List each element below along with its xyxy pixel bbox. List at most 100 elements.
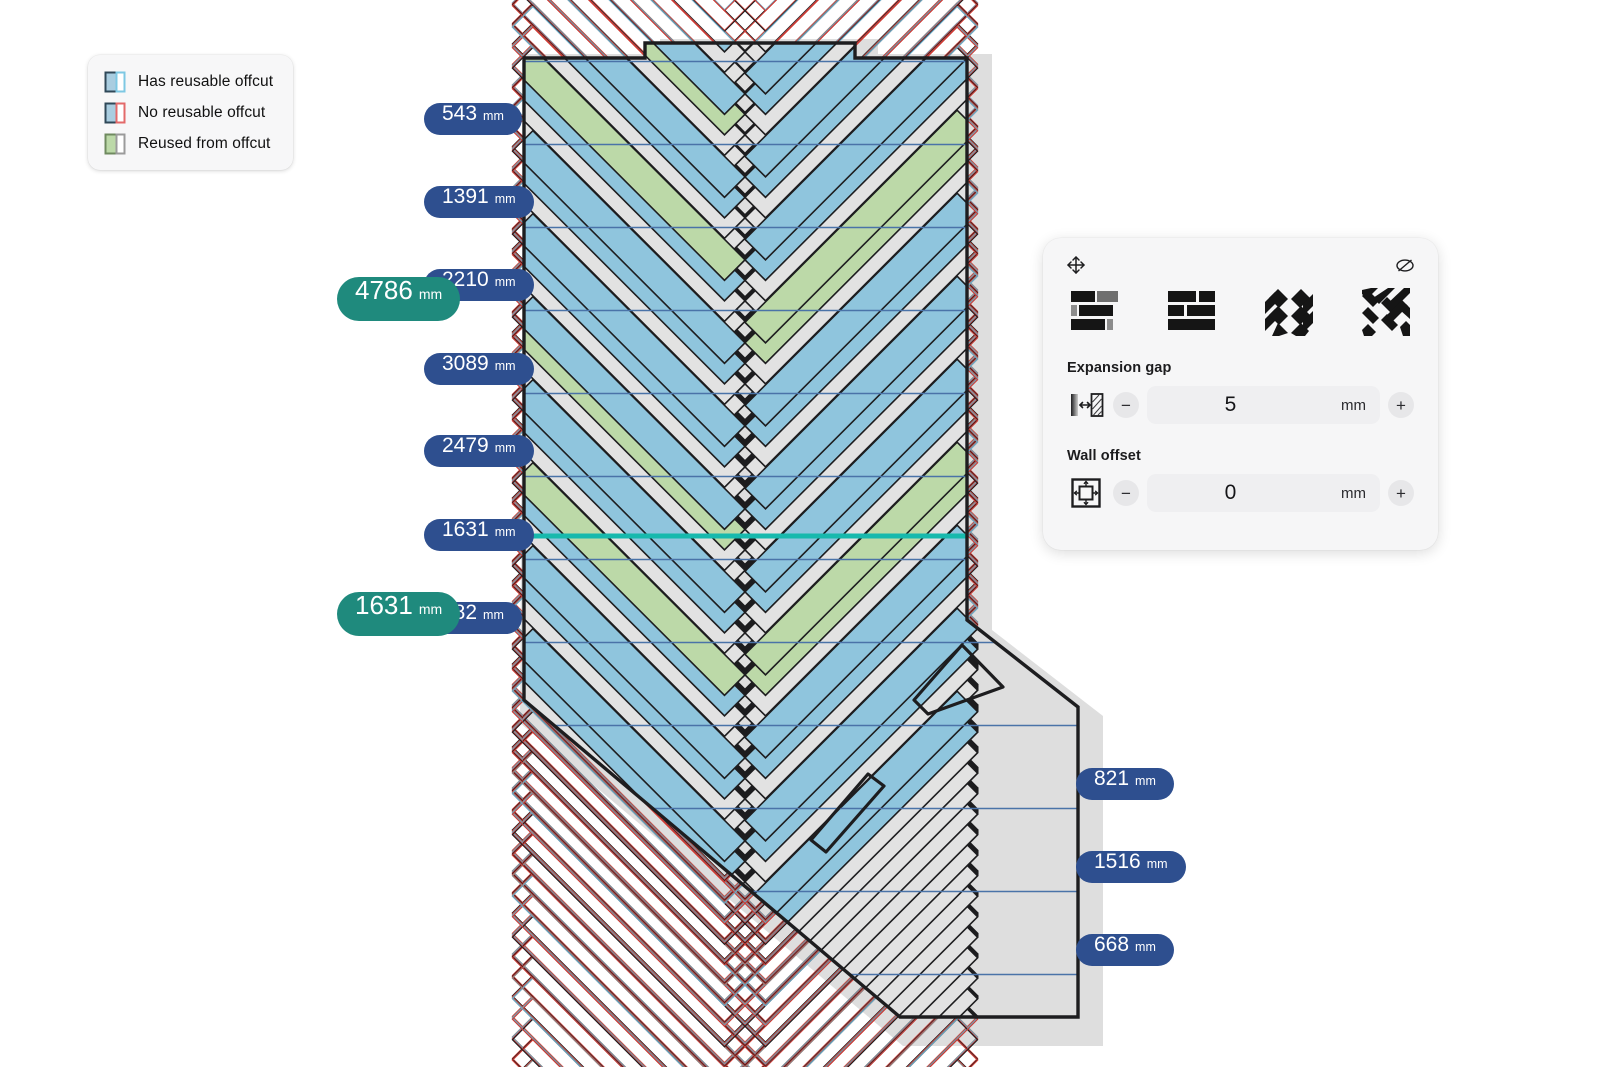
ghost-plank — [744, 0, 798, 33]
wall-offset-decrement[interactable]: − — [1113, 480, 1139, 506]
expansion-gap-increment[interactable]: + — [1388, 392, 1414, 418]
dimension-unit: mm — [494, 192, 516, 206]
plank — [743, 43, 979, 178]
detached-plank[interactable] — [809, 772, 886, 854]
expansion-gap-value: 5 — [1224, 393, 1237, 416]
dimension-label[interactable]: 3089 mm — [424, 353, 534, 385]
diameter-slash-icon[interactable] — [1392, 252, 1418, 278]
ghost-plank — [523, 1057, 543, 1067]
plank — [524, 46, 747, 282]
pattern-herringbone[interactable] — [1358, 286, 1414, 338]
expansion-gap-field[interactable]: − 5 mm + — [1067, 384, 1414, 426]
plank — [745, 0, 978, 10]
pattern-chevron[interactable] — [1261, 286, 1317, 338]
ghost-plank — [524, 1058, 542, 1067]
dimension-label[interactable]: 1391 mm — [424, 186, 534, 218]
wall-offset-field[interactable]: − 0 mm + — [1067, 472, 1414, 514]
wall-offset-value-box[interactable]: 0 mm — [1147, 474, 1380, 512]
pattern-brick-regular[interactable] — [1164, 286, 1220, 338]
ghost-plank — [713, 0, 736, 11]
dimension-label[interactable]: 821 mm — [1076, 768, 1174, 800]
dimension-unit: mm — [483, 608, 504, 622]
dimension-unit: mm — [483, 109, 504, 123]
plank — [524, 544, 747, 780]
plank — [524, 932, 747, 1017]
panel-header — [1043, 238, 1438, 284]
ghost-plank — [905, 1015, 979, 1067]
ghost-plank — [753, 0, 778, 12]
plank — [745, 0, 978, 11]
room-boundary[interactable] — [522, 41, 1080, 1019]
ghost-plank — [907, 1017, 979, 1067]
move-arrows-icon[interactable] — [1063, 252, 1089, 278]
plank — [524, 934, 747, 1017]
pattern-brick-random[interactable] — [1067, 286, 1123, 338]
dimension-value: 1391 — [442, 185, 489, 208]
ghost-plank — [511, 997, 603, 1067]
legend-item-reused-from-offcut: Reused from offcut — [104, 131, 277, 156]
ghost-plank — [947, 1057, 967, 1067]
wall-offset-value: 0 — [1224, 481, 1237, 504]
ghost-plank — [511, 998, 602, 1067]
detached-plank[interactable] — [912, 643, 1005, 716]
dimension-unit: mm — [494, 525, 516, 539]
wall-offset-increment[interactable]: + — [1388, 480, 1414, 506]
pattern-selector[interactable] — [1043, 286, 1438, 338]
dimension-value: 2479 — [442, 434, 489, 457]
ghost-plank — [754, 0, 777, 11]
dimension-value: 668 — [1094, 933, 1130, 956]
plank — [512, 0, 745, 30]
layout-settings-panel[interactable]: Expansion gap — [1043, 238, 1438, 550]
dimension-unit: mm — [1135, 940, 1156, 954]
expansion-gap-value-box[interactable]: 5 mm — [1147, 386, 1380, 424]
dimension-unit: mm — [1135, 774, 1156, 788]
ghost-plank — [511, 894, 706, 1067]
dimension-label[interactable]: 668 mm — [1076, 934, 1174, 966]
ghost-plank — [511, 892, 708, 1067]
plank — [745, 0, 978, 30]
ghost-plank — [929, 1039, 979, 1067]
plank — [745, 1058, 978, 1067]
ghost-plank — [511, 1038, 562, 1067]
ghost-plank — [908, 1018, 979, 1067]
plank — [512, 1018, 745, 1067]
dimension-value: 1631 — [355, 590, 413, 620]
ghost-plank — [511, 1016, 584, 1067]
ghost-plank — [525, 1059, 541, 1067]
dimension-value: 3089 — [442, 352, 489, 375]
plank — [524, 933, 747, 1017]
dimension-label[interactable]: 543 mm — [424, 103, 522, 135]
ghost-plank — [693, 0, 746, 32]
ghost-plank — [511, 934, 666, 1067]
plank — [524, 893, 747, 1017]
dimension-value: 821 — [1094, 767, 1130, 790]
dimension-unit: mm — [494, 275, 516, 289]
ghost-plank — [511, 932, 668, 1067]
plank — [524, 892, 747, 1017]
dimension-unit: mm — [494, 359, 516, 373]
ghost-plank — [927, 1037, 979, 1067]
plank — [524, 378, 747, 614]
plank — [524, 891, 747, 1017]
plank — [524, 461, 747, 697]
ghost-plank — [744, 0, 797, 32]
plank-swatch-icon — [104, 102, 126, 123]
plank — [524, 894, 747, 1017]
dimension-unit: mm — [1146, 857, 1168, 871]
dimension-value: 543 — [442, 102, 478, 125]
plank — [524, 43, 747, 116]
ghost-plank — [928, 1038, 979, 1067]
ghost-plank — [511, 1018, 582, 1067]
plank-offcut-legend: Has reusable offcut No reusable offcut R… — [88, 55, 293, 170]
ghost-plank — [511, 1037, 563, 1067]
expansion-gap-decrement[interactable]: − — [1113, 392, 1139, 418]
plank — [512, 1058, 745, 1067]
plank — [524, 295, 747, 531]
plank-swatch-icon — [104, 133, 126, 154]
